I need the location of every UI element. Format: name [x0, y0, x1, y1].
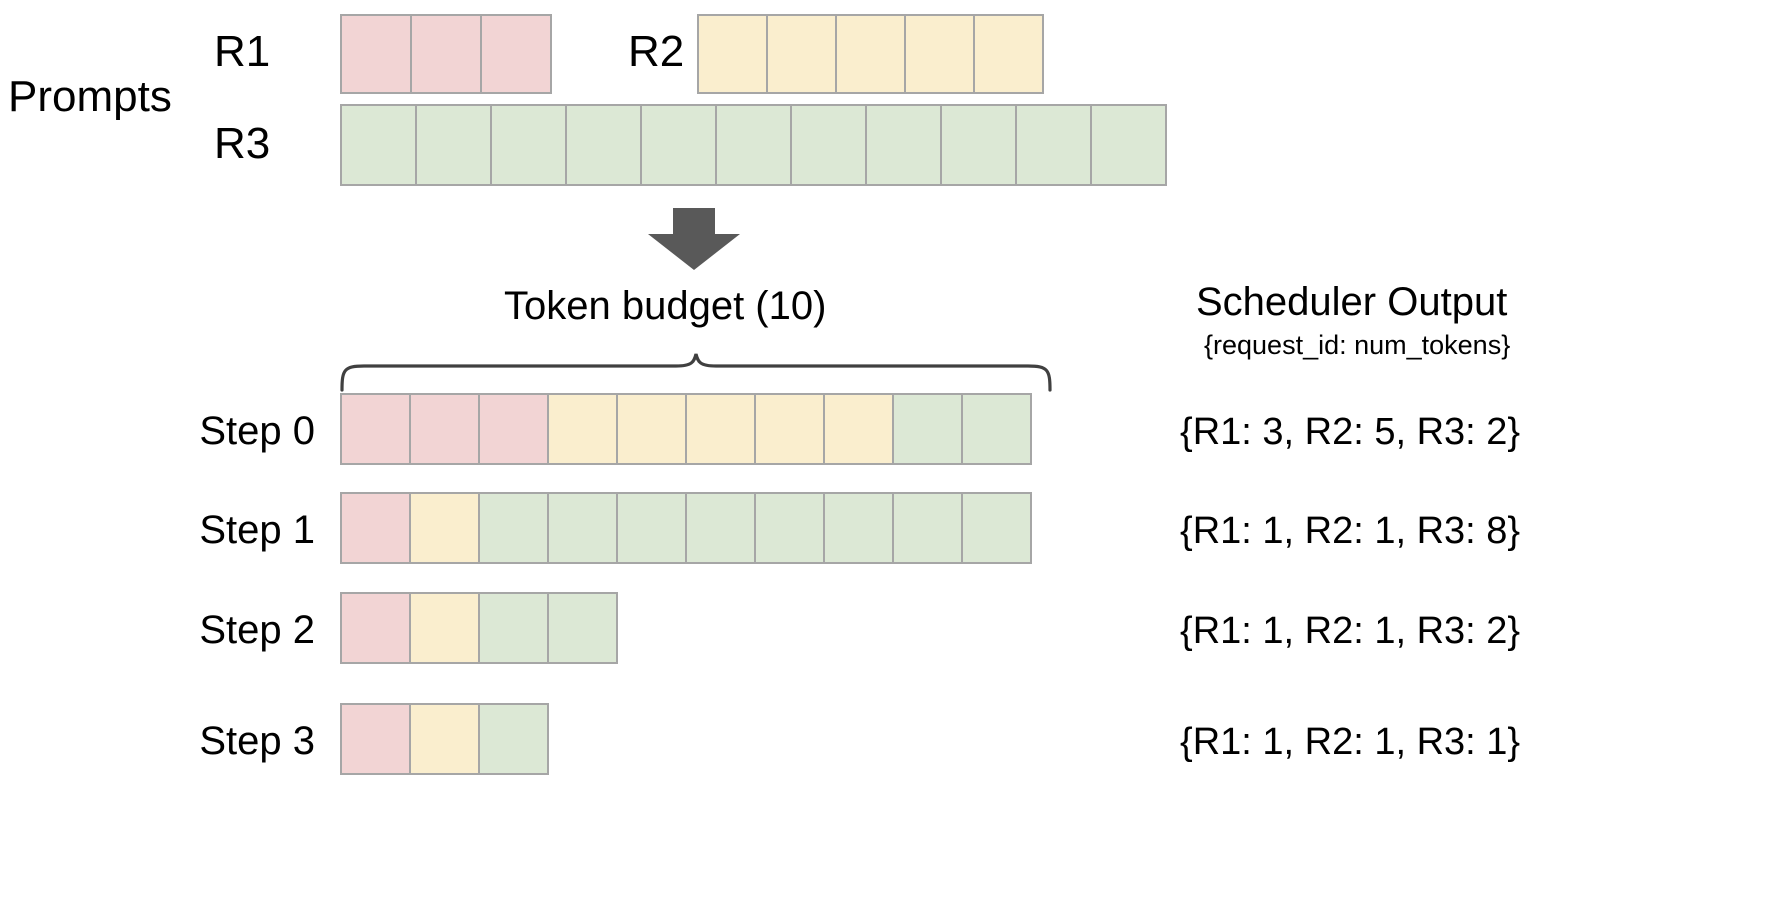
token-cell [904, 14, 975, 94]
token-cell-R1 [340, 393, 411, 465]
scheduler-output-title: Scheduler Output [1196, 280, 1508, 324]
token-cell [1015, 104, 1092, 186]
scheduler-output-line-0: {R1: 3, R2: 5, R3: 2} [1180, 411, 1521, 453]
token-cell [410, 14, 482, 94]
token-cell-R3 [961, 492, 1032, 564]
token-cell [1090, 104, 1167, 186]
token-cell-R3 [478, 492, 549, 564]
token-cell-R1 [340, 703, 411, 775]
token-cell-R2 [409, 703, 480, 775]
prompt-label-r2: R2 [628, 27, 685, 76]
scheduler-output-line-2: {R1: 1, R2: 1, R3: 2} [1180, 610, 1521, 652]
token-cell [697, 14, 768, 94]
token-cell [340, 104, 417, 186]
token-cell-R3 [478, 703, 549, 775]
token-cell-R3 [754, 492, 825, 564]
token-cell-R3 [892, 393, 963, 465]
token-cell [790, 104, 867, 186]
prompt-label-r1: R1 [214, 27, 271, 76]
token-cell [940, 104, 1017, 186]
token-cell-R2 [823, 393, 894, 465]
token-cell-R3 [823, 492, 894, 564]
scheduler-output-subtitle: {request_id: num_tokens} [1204, 330, 1511, 360]
token-cell-R3 [547, 492, 618, 564]
token-cell-R3 [478, 592, 549, 664]
token-cell [715, 104, 792, 186]
token-cell [490, 104, 567, 186]
token-cell-R2 [754, 393, 825, 465]
token-cell-R2 [409, 592, 480, 664]
step-label-1: Step 1 [199, 508, 315, 552]
token-cell-R3 [616, 492, 687, 564]
prompt-strip-r3 [340, 104, 1167, 186]
token-cell-R1 [340, 492, 411, 564]
token-budget-label: Token budget (10) [504, 284, 827, 328]
token-cell-R3 [892, 492, 963, 564]
token-cell-R3 [547, 592, 618, 664]
scheduler-output-line-3: {R1: 1, R2: 1, R3: 1} [1180, 721, 1521, 763]
curly-brace-icon [340, 352, 1052, 397]
token-cell [340, 14, 412, 94]
token-cell-R2 [409, 492, 480, 564]
token-cell-R2 [616, 393, 687, 465]
token-cell [640, 104, 717, 186]
step-label-3: Step 3 [199, 719, 315, 763]
scheduler-output-line-1: {R1: 1, R2: 1, R3: 8} [1180, 510, 1521, 552]
token-cell-R2 [685, 393, 756, 465]
token-cell-R1 [478, 393, 549, 465]
token-cell-R3 [685, 492, 756, 564]
token-cell [973, 14, 1044, 94]
token-cell [565, 104, 642, 186]
token-cell [415, 104, 492, 186]
step-strip-2 [340, 592, 618, 664]
step-strip-3 [340, 703, 549, 775]
step-label-2: Step 2 [199, 608, 315, 652]
step-label-0: Step 0 [199, 409, 315, 453]
prompts-section-label: Prompts [8, 72, 172, 121]
token-cell-R3 [961, 393, 1032, 465]
prompt-label-r3: R3 [214, 119, 271, 168]
token-cell [865, 104, 942, 186]
token-cell-R2 [547, 393, 618, 465]
step-strip-0 [340, 393, 1032, 465]
prompt-strip-r1 [340, 14, 552, 94]
token-cell-R1 [409, 393, 480, 465]
token-cell [835, 14, 906, 94]
token-cell-R1 [340, 592, 411, 664]
token-cell [480, 14, 552, 94]
step-strip-1 [340, 492, 1032, 564]
down-arrow-icon [636, 208, 752, 275]
token-cell [766, 14, 837, 94]
prompt-strip-r2 [697, 14, 1044, 94]
